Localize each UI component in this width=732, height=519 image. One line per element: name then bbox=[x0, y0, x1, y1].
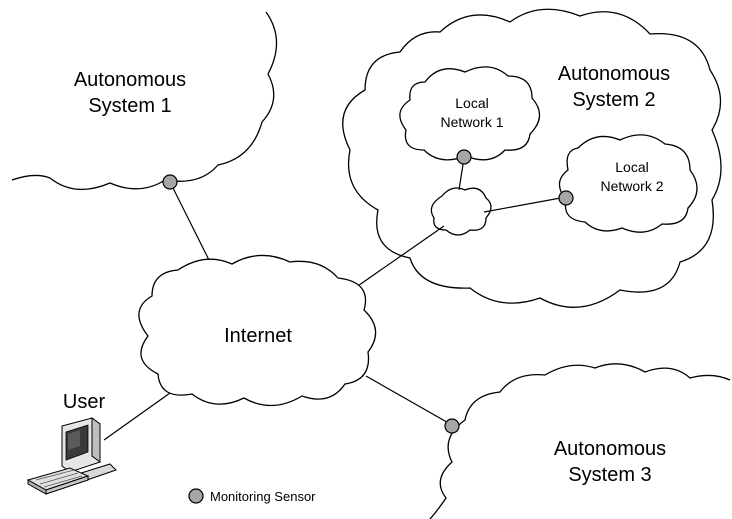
local-network-2-label-line1: Local bbox=[615, 159, 648, 175]
internet-label: Internet bbox=[224, 325, 292, 347]
local-network-2-label-line2: Network 2 bbox=[600, 178, 663, 194]
autonomous-system-2-label-line2: System 2 bbox=[572, 89, 655, 111]
sensor-ln2 bbox=[558, 190, 574, 206]
legend-sensor-swatch bbox=[188, 488, 204, 504]
local-network-1-cloud bbox=[399, 66, 541, 161]
autonomous-system-3-label-line1: Autonomous bbox=[554, 438, 666, 460]
autonomous-system-1-label-line2: System 1 bbox=[88, 95, 171, 117]
local-network-2-cloud bbox=[558, 134, 698, 233]
sensor-as3 bbox=[444, 418, 460, 434]
computer-icon bbox=[26, 417, 117, 495]
autonomous-system-2-label-line1: Autonomous bbox=[558, 63, 670, 85]
internet-cloud bbox=[138, 254, 377, 407]
autonomous-system-3-cloud bbox=[429, 363, 731, 519]
sensor-ln1 bbox=[456, 149, 472, 165]
link-internet-user bbox=[103, 392, 171, 441]
link-internet-as2 bbox=[351, 225, 445, 291]
link-internet-as1 bbox=[169, 181, 213, 267]
link-router-ln2 bbox=[483, 196, 567, 213]
router-cloud bbox=[430, 187, 492, 236]
user-label: User bbox=[63, 391, 106, 413]
autonomous-system-1-cloud bbox=[11, 11, 278, 191]
local-network-1-label-line2: Network 1 bbox=[440, 114, 503, 130]
local-network-1-label-line1: Local bbox=[455, 95, 488, 111]
legend-label: Monitoring Sensor bbox=[210, 489, 316, 504]
autonomous-system-3-label-line2: System 3 bbox=[568, 464, 651, 486]
autonomous-system-1-label-line1: Autonomous bbox=[74, 69, 186, 91]
sensor-as1 bbox=[162, 174, 178, 190]
link-internet-as3 bbox=[365, 375, 453, 426]
